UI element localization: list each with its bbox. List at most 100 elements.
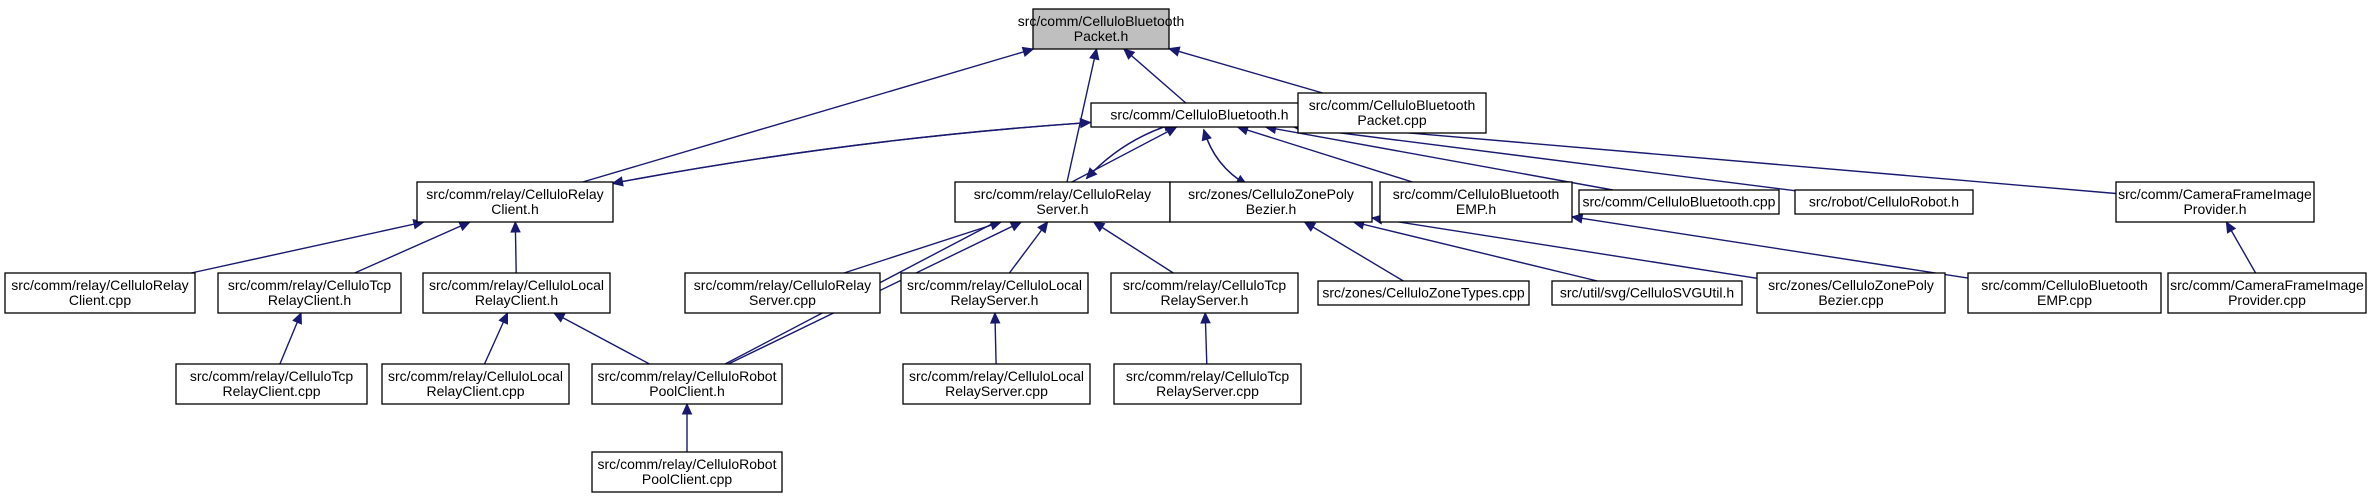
graph-node-n24[interactable]: src/comm/relay/CelluloLocalRelayServer.c…	[902, 363, 1091, 405]
node-label-line: src/comm/relay/CelluloRobot	[598, 456, 777, 472]
node-label-line: src/comm/CelluloBluetooth	[1309, 97, 1476, 113]
node-label-line: Server.h	[1036, 201, 1088, 217]
edge-line	[354, 221, 471, 274]
node-label-line: src/zones/CelluloZoneTypes.cpp	[1322, 285, 1525, 301]
edge-line	[553, 312, 650, 365]
edge-arrowhead	[1037, 221, 1049, 234]
node-box	[1317, 280, 1530, 306]
graph-node-n1[interactable]: src/comm/CelluloBluetooth.h	[1090, 102, 1309, 128]
node-label-line: src/comm/relay/CelluloLocal	[907, 277, 1082, 293]
edge-n1-to-n0	[1122, 48, 1187, 104]
edge-n6-to-n1	[1236, 125, 1413, 183]
graph-node-n7[interactable]: src/comm/CelluloBluetooth.cpp	[1578, 189, 1780, 215]
edge-n20-to-n9	[2225, 220, 2257, 274]
edge-n22-to-n12	[483, 311, 509, 365]
node-label-line: EMP.h	[1456, 201, 1496, 217]
node-box	[175, 363, 368, 405]
edge-line	[1093, 221, 1174, 274]
graph-node-n8[interactable]: src/robot/CelluloRobot.h	[1794, 189, 1974, 215]
node-label-line: Client.cpp	[69, 292, 131, 308]
node-box	[591, 363, 783, 405]
edge-line	[1168, 47, 1323, 94]
edge-line	[1371, 217, 1758, 279]
edge-arrowhead	[1200, 311, 1211, 324]
edge-line	[1123, 48, 1187, 104]
node-box	[1794, 189, 1974, 215]
node-box	[591, 451, 783, 493]
edge-line	[1353, 221, 1598, 282]
node-label-line: src/comm/CelluloBluetooth.h	[1110, 107, 1288, 123]
node-label-line: Server.cpp	[749, 292, 816, 308]
graph-node-n17[interactable]: src/util/svg/CelluloSVGUtil.h	[1551, 280, 1743, 306]
node-box	[1297, 92, 1487, 134]
node-box	[4, 272, 196, 314]
node-label-line: RelayServer.h	[1161, 292, 1249, 308]
edge-n7-to-n1	[1264, 123, 1614, 191]
edge-arrowhead	[1021, 46, 1035, 57]
node-label-line: src/comm/relay/CelluloTcp	[1123, 277, 1287, 293]
edge-arrowhead	[1009, 221, 1023, 232]
node-label-line: src/robot/CelluloRobot.h	[1809, 194, 1959, 210]
edge-n18-to-n5	[1370, 214, 1758, 279]
edge-arrowhead	[1303, 221, 1317, 232]
node-label-line: src/comm/relay/CelluloRelay	[426, 186, 603, 202]
edge-n13-to-n4	[843, 220, 1003, 274]
node-label-line: src/comm/relay/CelluloTcp	[1126, 368, 1290, 384]
edge-arrowhead	[1092, 221, 1106, 233]
node-box	[1379, 181, 1573, 223]
edge-n17-to-n5	[1352, 219, 1598, 282]
node-box	[1551, 280, 1743, 306]
node-label-line: Packet.h	[1074, 28, 1128, 44]
edge-line	[1066, 48, 1098, 183]
edge-line	[1237, 126, 1413, 183]
node-label-line: src/comm/relay/CelluloRelay	[694, 277, 871, 293]
edge-arrowhead	[458, 221, 471, 232]
edge-arrowhead	[1570, 213, 1584, 224]
node-label-line: src/comm/relay/CelluloTcp	[228, 277, 392, 293]
edge-n26-to-n23	[681, 402, 693, 452]
edge-line	[1307, 123, 2117, 195]
edge-line	[1265, 126, 1614, 191]
node-box	[1169, 181, 1373, 223]
node-label-line: src/comm/relay/CelluloLocal	[388, 368, 563, 384]
node-label-line: src/comm/CelluloBluetooth.cpp	[1583, 194, 1776, 210]
edge-n25-to-n15	[1200, 311, 1211, 365]
edge-arrowhead	[681, 402, 693, 415]
node-label-line: Bezier.h	[1246, 201, 1297, 217]
edge-n19-to-n6	[1570, 213, 1969, 279]
node-label-line: Packet.cpp	[1357, 112, 1426, 128]
graph-node-n26[interactable]: src/comm/relay/CelluloRobotPoolClient.cp…	[591, 451, 783, 493]
node-box	[954, 181, 1171, 223]
edge-arrowhead	[1164, 126, 1178, 137]
edge-line	[1293, 126, 1796, 192]
node-label-line: RelayServer.h	[951, 292, 1039, 308]
edge-n12-to-n3	[510, 220, 521, 274]
edge-arrowhead	[611, 176, 624, 187]
node-label-line: src/zones/CelluloZonePoly	[1188, 186, 1354, 202]
edge-line	[612, 121, 1091, 185]
graph-node-n22[interactable]: src/comm/relay/CelluloLocalRelayClient.c…	[381, 363, 570, 405]
node-box	[1756, 272, 1946, 314]
node-label-line: RelayServer.cpp	[1156, 383, 1259, 399]
node-label-line: EMP.cpp	[2037, 292, 2092, 308]
node-label-line: PoolClient.cpp	[642, 471, 732, 487]
graph-node-n16[interactable]: src/zones/CelluloZoneTypes.cpp	[1317, 280, 1530, 306]
